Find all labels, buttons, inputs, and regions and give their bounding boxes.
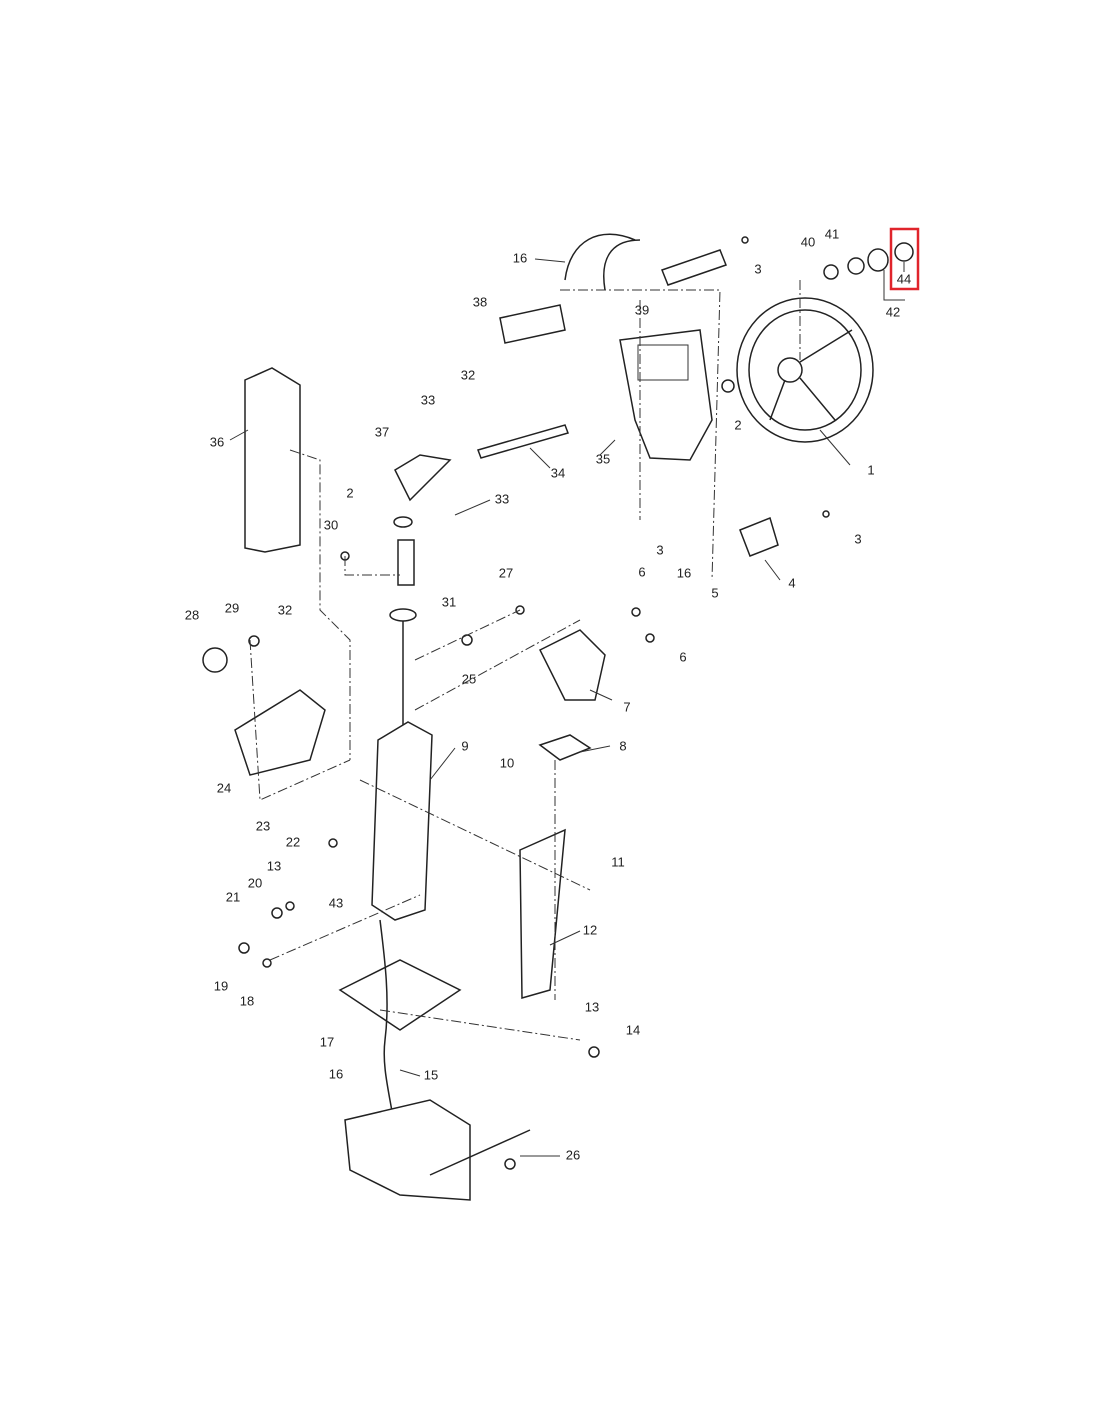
callout-label: 29 (225, 600, 239, 615)
callout-label: 37 (375, 424, 389, 439)
callout-label: 30 (324, 517, 338, 532)
callout-leaders (229, 258, 905, 1157)
part-2-washer (721, 379, 735, 393)
callout-label: 1 (867, 462, 874, 477)
fasteners (238, 236, 830, 1170)
callout-label: 16 (677, 565, 691, 580)
callout-label: 12 (583, 922, 597, 937)
callout-label: 32 (278, 602, 292, 617)
callout-label: 16 (513, 250, 527, 265)
callout-label: 15 (424, 1067, 438, 1082)
callout-label: 34 (551, 465, 565, 480)
part-17-boot (338, 959, 462, 1031)
part-base-bracket (344, 1099, 471, 1201)
callout-label: 18 (240, 993, 254, 1008)
callout-label: 40 (801, 234, 815, 249)
callout-label: 27 (499, 565, 513, 580)
callout-label: 6 (679, 649, 686, 664)
part-2-washer-b (393, 516, 413, 528)
part-44-cap (894, 242, 914, 262)
part-7-cover (538, 629, 606, 701)
part-34-shaft (477, 424, 569, 459)
callout-label: 41 (825, 226, 839, 241)
part-37-joint (394, 454, 452, 502)
callout-label: 33 (495, 491, 509, 506)
callout-label: 7 (623, 699, 630, 714)
callout-labels: 16 3 40 41 44 42 38 39 32 33 37 36 2 34 … (185, 226, 911, 1162)
callout-label: 6 (638, 564, 645, 579)
callout-label: 20 (248, 875, 262, 890)
callout-label: 3 (656, 542, 663, 557)
callout-label: 13 (267, 858, 281, 873)
callout-label: 22 (286, 834, 300, 849)
callout-label: 43 (329, 895, 343, 910)
callout-label: 21 (226, 889, 240, 904)
callout-label: 8 (619, 738, 626, 753)
callout-label: 38 (473, 294, 487, 309)
callout-label: 26 (566, 1147, 580, 1162)
callout-label: 14 (626, 1022, 640, 1037)
callout-label: 28 (185, 607, 199, 622)
part-39 (661, 249, 727, 286)
callout-label: 25 (462, 671, 476, 686)
part-drawings (202, 233, 914, 1201)
callout-label: 5 (711, 585, 718, 600)
callout-label: 42 (886, 304, 900, 319)
callout-label: 11 (611, 854, 625, 869)
highlight-box-part-44 (889, 227, 920, 291)
callout-label: 19 (214, 978, 228, 993)
part-42 (867, 248, 889, 272)
callout-label: 35 (596, 451, 610, 466)
part-41 (847, 257, 865, 275)
part-4-plate (739, 516, 779, 557)
callout-label: 23 (256, 818, 270, 833)
callout-label: 9 (461, 738, 468, 753)
part-35-console (619, 329, 713, 461)
steering-wheel (736, 297, 874, 443)
part-column-tube (397, 539, 415, 586)
callout-label: 33 (421, 392, 435, 407)
part-28-knob (202, 647, 228, 673)
part-16-wire (564, 233, 641, 291)
callout-label: 10 (500, 755, 514, 770)
part-31 (389, 608, 417, 622)
part-38 (499, 304, 566, 344)
part-24-cover (234, 689, 326, 776)
callout-label: 39 (635, 302, 649, 317)
callout-label: 24 (217, 780, 231, 795)
callout-label: 3 (754, 261, 761, 276)
callout-label: 16 (329, 1066, 343, 1081)
part-36-panel (244, 367, 301, 553)
callout-label: 13 (585, 999, 599, 1014)
part-9-housing (371, 721, 433, 921)
part-8-pad (538, 734, 592, 761)
callout-label: 4 (788, 575, 795, 590)
part-40 (823, 264, 839, 280)
callout-label: 2 (346, 485, 353, 500)
callout-label: 36 (210, 434, 224, 449)
callout-label-highlighted: 44 (897, 271, 911, 286)
callout-label: 31 (442, 594, 456, 609)
callout-label: 17 (320, 1034, 334, 1049)
part-12-plate (519, 828, 566, 999)
callout-label: 32 (461, 367, 475, 382)
callout-label: 2 (734, 417, 741, 432)
callout-label: 3 (854, 531, 861, 546)
leader-lines (249, 280, 801, 1041)
